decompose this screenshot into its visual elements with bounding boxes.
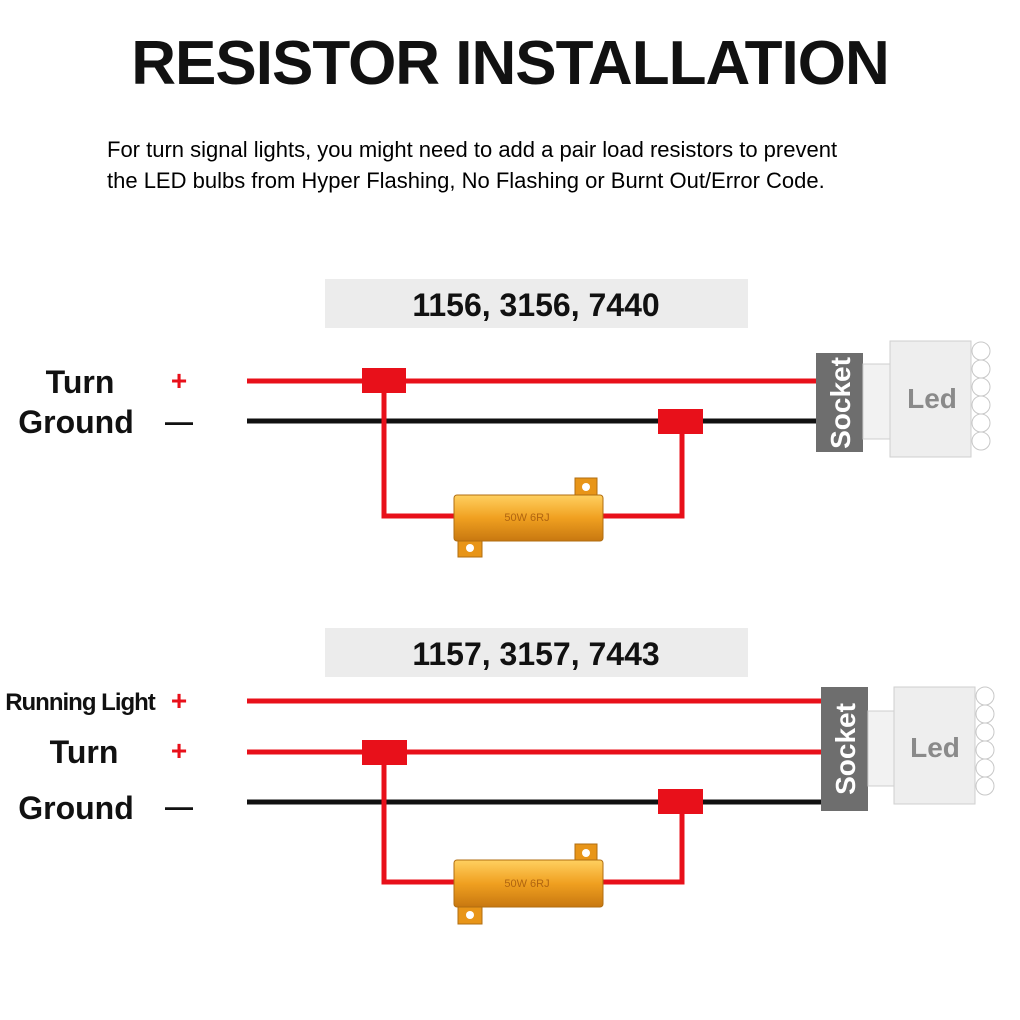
- wire-label-turn-2: Turn: [50, 734, 119, 770]
- led-bulb-1: Led: [889, 340, 991, 458]
- page-title: RESISTOR INSTALLATION: [131, 29, 889, 98]
- tap-connector-positive-2: [362, 740, 407, 765]
- diagram-2: 1157, 3157, 7443 Running Light + Turn + …: [5, 628, 995, 925]
- resistor-lead-ground-2: [598, 802, 685, 885]
- led-bulb-2: Led: [893, 686, 995, 805]
- polarity-turn-2: +: [171, 735, 187, 766]
- resistor-label-1: 50W 6RJ: [504, 512, 549, 524]
- polarity-ground-2: —: [165, 791, 193, 822]
- resistor-lead-ground: [598, 421, 685, 519]
- model-label-2: 1157, 3157, 7443: [412, 636, 659, 672]
- load-resistor-2: 50W 6RJ: [453, 843, 604, 925]
- resistor-lead-positive: [381, 381, 462, 519]
- tap-connector-positive: [362, 368, 406, 393]
- load-resistor-1: 50W 6RJ: [453, 477, 604, 558]
- tap-connector-ground: [658, 409, 703, 434]
- socket-label-1: Socket: [825, 357, 856, 449]
- intro-line-1: For turn signal lights, you might need t…: [107, 137, 838, 162]
- led-label-1: Led: [907, 383, 957, 414]
- socket-collar-1: [862, 363, 892, 440]
- socket-collar-2: [867, 710, 897, 787]
- polarity-running-light: +: [171, 685, 187, 716]
- wire-label-running-light: Running Light: [5, 689, 156, 716]
- model-label-1: 1156, 3156, 7440: [412, 287, 659, 323]
- socket-2: [821, 687, 868, 811]
- intro-line-2: the LED bulbs from Hyper Flashing, No Fl…: [107, 168, 825, 193]
- model-band-1: [325, 279, 748, 328]
- socket-1: [816, 353, 863, 452]
- wire-label-ground: Ground: [18, 404, 134, 440]
- polarity-turn: +: [171, 365, 187, 396]
- diagram-1: 1156, 3156, 7440 Turn + Ground — 50W 6RJ…: [18, 279, 991, 558]
- socket-label-2: Socket: [830, 703, 861, 795]
- model-band-2: [325, 628, 748, 677]
- led-label-2: Led: [910, 732, 960, 763]
- resistor-lead-positive-2: [381, 752, 462, 885]
- resistor-label-2: 50W 6RJ: [504, 878, 549, 890]
- wire-label-turn: Turn: [46, 364, 115, 400]
- polarity-ground: —: [165, 406, 193, 437]
- intro-text: For turn signal lights, you might need t…: [107, 134, 987, 196]
- wire-label-ground-2: Ground: [18, 790, 134, 826]
- tap-connector-ground-2: [658, 789, 703, 814]
